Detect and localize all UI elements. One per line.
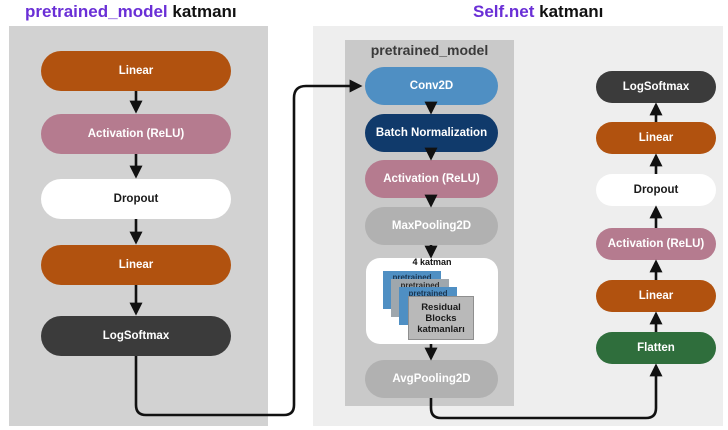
residual-stack-layer-1-text: pretrained [392,273,432,282]
left-title-accent: pretrained_model [25,2,168,21]
right-section-title: Self.net katmanı [473,2,603,22]
residual-count-label: 4 katman [412,257,452,267]
right-linear-bottom: Linear [596,280,716,312]
residual-stack-layer-3-text: pretrained [408,289,448,298]
right-linear-top: Linear [596,122,716,154]
left-activation-relu: Activation (ReLU) [41,114,231,154]
residual-blocks-card: Residual Blocks katmanları [408,296,474,340]
left-title-rest: katmanı [167,2,237,21]
mid-batch-normalization: Batch Normalization [365,114,498,152]
left-panel [9,26,268,426]
residual-stack-layer-2-text: pretrained [400,281,440,290]
left-linear-1: Linear [41,51,231,91]
right-flatten: Flatten [596,332,716,364]
mid-avgpooling2d: AvgPooling2D [365,360,498,398]
connector-left-to-conv2d [134,79,363,417]
connector-avgpool-to-flatten [429,363,663,420]
right-dropout: Dropout [596,174,716,206]
mid-conv2d: Conv2D [365,67,498,105]
mid-activation-relu: Activation (ReLU) [365,160,498,198]
left-dropout: Dropout [41,179,231,219]
residual-card-line-1: Residual [421,301,461,313]
right-title-accent: Self.net [473,2,535,21]
right-logsoftmax: LogSoftmax [596,71,716,103]
mid-maxpooling2d: MaxPooling2D [365,207,498,245]
right-activation-relu: Activation (ReLU) [596,228,716,260]
left-section-title: pretrained_model katmanı [25,2,237,22]
left-linear-2: Linear [41,245,231,285]
right-title-rest: katmanı [534,2,604,21]
left-logsoftmax: LogSoftmax [41,316,231,356]
pretrained-model-label: pretrained_model [370,42,489,58]
residual-card-line-3: katmanları [417,323,465,335]
residual-card-line-2: Blocks [425,312,457,324]
